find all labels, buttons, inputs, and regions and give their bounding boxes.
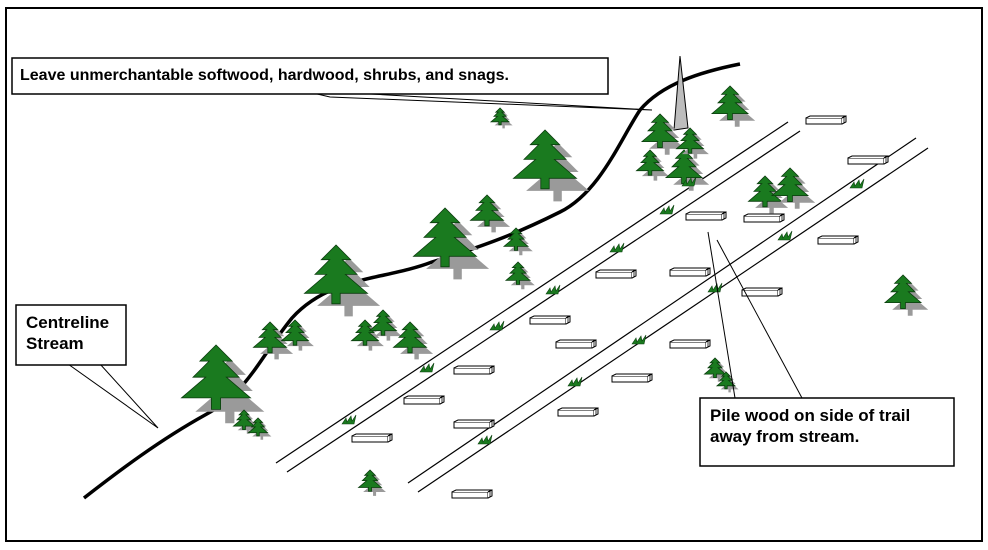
log-pile-icon [351, 433, 393, 443]
callout-pile [699, 231, 955, 467]
log-pile-icon [741, 287, 783, 297]
log-pile-icon [403, 395, 445, 405]
slash-debris-icon [631, 334, 647, 345]
callout-centreline-pointer [66, 363, 159, 429]
conifer-tree-icon [470, 194, 511, 233]
log-pile-icon [453, 365, 495, 375]
conifer-tree-icon [393, 321, 434, 360]
log-pile-icon [847, 155, 889, 165]
log-pile-icon [611, 373, 653, 383]
conifer-tree-icon [490, 107, 513, 129]
log-pile-icon [805, 115, 847, 125]
trail-edge-4 [417, 147, 929, 493]
callout-centreline [15, 304, 159, 429]
trail-edge-2 [286, 130, 801, 473]
slash-debris-icon [545, 284, 561, 295]
snag-icon [673, 55, 689, 131]
slash-debris-icon [567, 376, 583, 387]
conifer-tree-icon [180, 344, 265, 424]
callout-pile-text: Pile wood on side of trail away from str… [710, 406, 911, 446]
callout-leave [11, 57, 653, 111]
callout-centreline-text: Centreline Stream [26, 313, 110, 353]
log-pile-icon [685, 211, 727, 221]
slash-debris-icon [477, 434, 493, 445]
log-pile-icon [595, 269, 637, 279]
callout-pile-pointer-1 [707, 231, 736, 399]
slash-debris-icon [707, 282, 723, 293]
callout-leave-box [11, 57, 609, 95]
log-pile-icon [817, 235, 859, 245]
trail-edge-1 [275, 121, 789, 464]
log-pile-icon [555, 339, 597, 349]
conifer-tree-icon [358, 469, 386, 496]
callout-pile-box [699, 397, 955, 467]
log-pile-icon [557, 407, 599, 417]
conifer-tree-icon [636, 149, 669, 181]
conifer-tree-icon [503, 227, 533, 256]
conifer-tree-icon [512, 129, 590, 202]
slash-debris-icon [777, 230, 793, 241]
slash-debris-icon [419, 362, 435, 373]
slash-debris-icon [341, 414, 357, 425]
log-pile-icon [669, 267, 711, 277]
log-pile-icon [743, 213, 785, 223]
centreline-stream [82, 62, 741, 500]
log-pile-icon [453, 419, 495, 429]
frame-border [5, 7, 983, 542]
log-pile-icon [529, 315, 571, 325]
log-pile-icon [669, 339, 711, 349]
callout-leave-text: Leave unmerchantable softwood, hardwood,… [20, 67, 509, 84]
log-pile-icon [451, 489, 493, 499]
slash-debris-icon [849, 178, 865, 189]
slash-debris-icon [489, 320, 505, 331]
callout-pile-pointer-2 [716, 239, 803, 399]
conifer-tree-icon [505, 261, 535, 290]
callout-centreline-box [15, 304, 127, 366]
slash-debris-icon [609, 242, 625, 253]
conifer-tree-icon [303, 244, 381, 317]
conifer-tree-icon [711, 85, 756, 127]
conifer-tree-icon [884, 274, 929, 316]
